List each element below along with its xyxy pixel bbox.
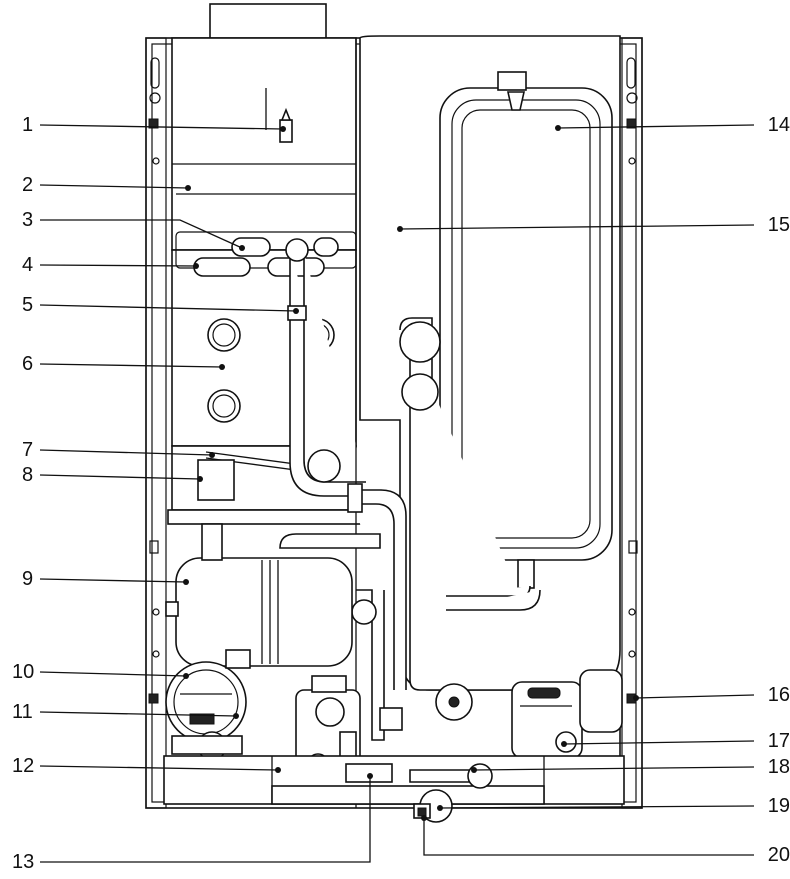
callout-dot-11 <box>233 713 239 719</box>
callout-dot-14 <box>555 125 561 131</box>
callout-leader-14 <box>557 124 755 129</box>
callout-dot-13 <box>367 773 373 779</box>
callout-label-11: 11 <box>12 701 33 723</box>
callout-dot-7 <box>209 452 215 458</box>
pressure-gauge <box>435 683 473 721</box>
bottom-manifold <box>163 755 625 823</box>
callout-dot-1 <box>280 126 286 132</box>
callout-leader-7 <box>39 449 213 456</box>
heating-flow-pipe <box>285 238 366 497</box>
flue-outlet <box>209 3 327 39</box>
callout-dot-19 <box>437 805 443 811</box>
callout-leader-1 <box>39 124 284 130</box>
callout-leader-10 <box>39 671 187 677</box>
callout-dot-16 <box>633 695 639 701</box>
callout-label-15: 15 <box>768 214 790 236</box>
callout-dot-8 <box>197 476 203 482</box>
dhw-vessel <box>165 523 353 667</box>
flue-sensor <box>279 107 293 143</box>
callout-dot-3 <box>239 245 245 251</box>
callout-leader-2 <box>39 184 189 189</box>
callout-label-17: 17 <box>768 730 790 752</box>
callout-label-14: 14 <box>768 114 790 136</box>
callout-dot-17 <box>561 741 567 747</box>
callout-leader-5 <box>39 304 297 312</box>
callout-leader-3 <box>40 219 243 249</box>
callout-dot-10 <box>183 673 189 679</box>
callout-dot-12 <box>275 767 281 773</box>
callout-leader-16 <box>635 694 755 699</box>
callout-dot-4 <box>193 263 199 269</box>
callout-label-18: 18 <box>768 756 790 778</box>
callout-label-7: 7 <box>22 439 33 461</box>
callout-leader-12 <box>39 765 279 771</box>
callout-label-6: 6 <box>22 353 33 375</box>
callout-leader-6 <box>39 363 223 368</box>
callout-label-20: 20 <box>768 844 790 866</box>
callout-label-3: 3 <box>22 209 33 231</box>
callout-dot-6 <box>219 364 225 370</box>
callout-label-9: 9 <box>22 568 33 590</box>
circulation-pump <box>165 649 251 761</box>
callout-label-10: 10 <box>12 661 34 683</box>
callout-label-5: 5 <box>22 294 33 316</box>
callout-label-12: 12 <box>12 755 34 777</box>
callout-dot-20 <box>421 815 427 821</box>
callout-label-16: 16 <box>768 684 790 706</box>
callout-label-8: 8 <box>22 464 33 486</box>
callout-dot-9 <box>183 579 189 585</box>
callout-label-4: 4 <box>22 254 33 276</box>
callout-dot-5 <box>293 308 299 314</box>
callout-leader-9 <box>39 578 187 583</box>
expansion-vessel <box>439 71 613 589</box>
callout-leader-18 <box>473 766 755 771</box>
callout-leader-11 <box>39 711 237 717</box>
callout-dot-2 <box>185 185 191 191</box>
callout-label-19: 19 <box>768 795 790 817</box>
callout-label-2: 2 <box>22 174 33 196</box>
callout-leader-4 <box>39 264 197 267</box>
callout-leader-15 <box>399 224 755 230</box>
callout-label-13: 13 <box>12 851 34 873</box>
callout-label-1: 1 <box>22 114 33 136</box>
callout-dot-18 <box>471 767 477 773</box>
callout-leader-20 <box>423 818 754 856</box>
callout-leader-17 <box>563 740 755 745</box>
callout-leader-19 <box>439 805 755 809</box>
callout-leader-13 <box>40 776 371 863</box>
callout-leader-8 <box>39 474 201 480</box>
callout-dot-15 <box>397 226 403 232</box>
